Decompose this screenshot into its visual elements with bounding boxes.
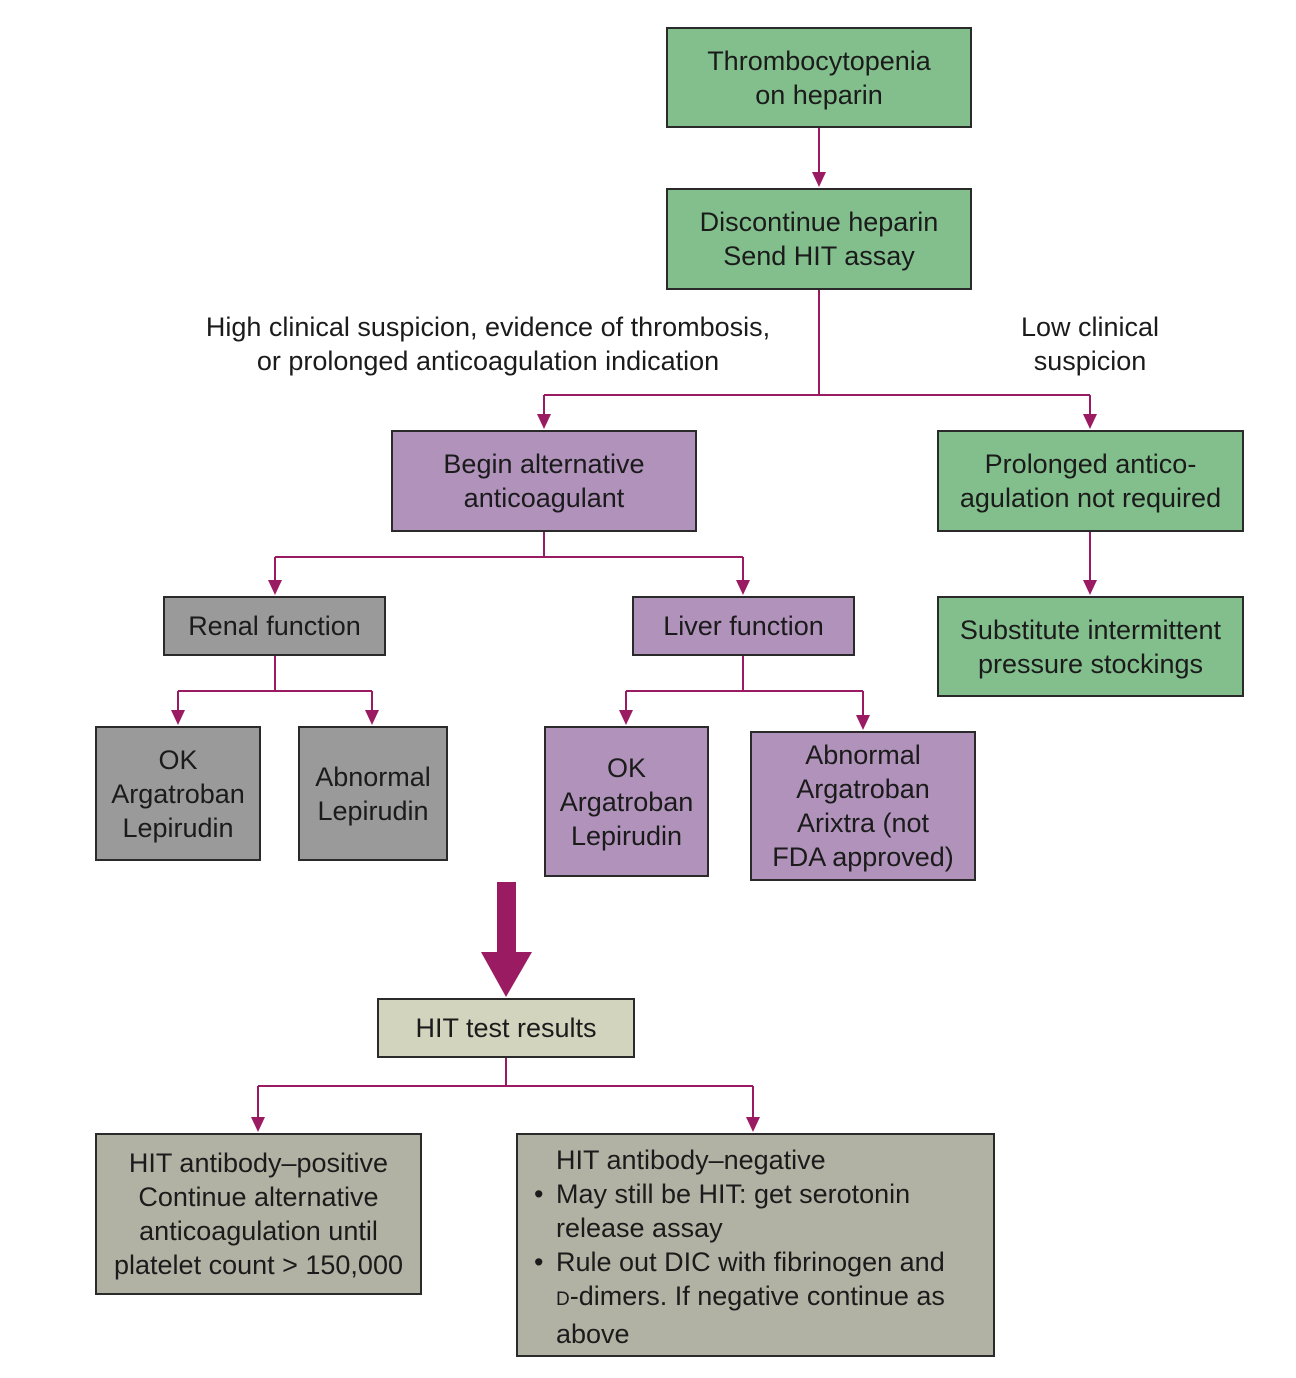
renal-function-box: Renal function (163, 596, 386, 656)
bullet-serotonin-assay: • May still be HIT: get serotonin (534, 1179, 911, 1209)
arrowhead-to-renal (268, 580, 282, 595)
liver-ok-box: OK Argatroban Lepirudin (544, 726, 709, 877)
bullet-icon: • (534, 1247, 544, 1277)
hit-antibody-negative-box: HIT antibody–negative • May still be HIT… (516, 1133, 995, 1357)
arrowhead-to-liver-abnormal (856, 715, 870, 730)
big-down-arrow (481, 882, 532, 997)
high-suspicion-label: High clinical suspicion, evidence of thr… (205, 312, 771, 376)
prolonged-anticoagulation-not-required-box: Prolonged antico- agulation not required (937, 430, 1244, 532)
hit-antibody-positive-box: HIT antibody–positive Continue alternati… (95, 1133, 422, 1295)
arrowhead-to-prolonged (1083, 414, 1097, 429)
renal-abnormal-box: Abnormal Lepirudin (298, 726, 448, 861)
substitute-pressure-stockings-box: Substitute intermittent pressure stockin… (937, 596, 1244, 697)
liver-function-box: Liver function (632, 596, 855, 656)
arrowhead-to-liver (736, 580, 750, 595)
arrowhead-to-hit-positive (251, 1117, 265, 1132)
arrowhead-to-hit-negative (746, 1117, 760, 1132)
bullet-rule-out-dic: • Rule out DIC with fibrinogen and (534, 1247, 945, 1277)
arrowhead-to-begin-alternative (537, 414, 551, 429)
low-suspicion-label: Low clinical suspicion (1020, 312, 1160, 376)
arrowhead-to-renal-ok (171, 710, 185, 725)
begin-alternative-anticoagulant-box: Begin alternative anticoagulant (391, 430, 697, 532)
arrowhead-to-discontinue (812, 172, 826, 187)
liver-abnormal-box: Abnormal Argatroban Arixtra (not FDA app… (750, 731, 976, 881)
arrowhead-to-renal-abnormal (365, 710, 379, 725)
thrombocytopenia-box: Thrombocytopenia on heparin (666, 27, 972, 128)
discontinue-heparin-box: Discontinue heparin Send HIT assay (666, 188, 972, 290)
hit-test-results-box: HIT test results (377, 998, 635, 1058)
arrowhead-to-substitute (1083, 580, 1097, 595)
bullet-icon: • (534, 1179, 544, 1209)
arrowhead-to-liver-ok (619, 710, 633, 725)
renal-ok-box: OK Argatroban Lepirudin (95, 726, 261, 861)
